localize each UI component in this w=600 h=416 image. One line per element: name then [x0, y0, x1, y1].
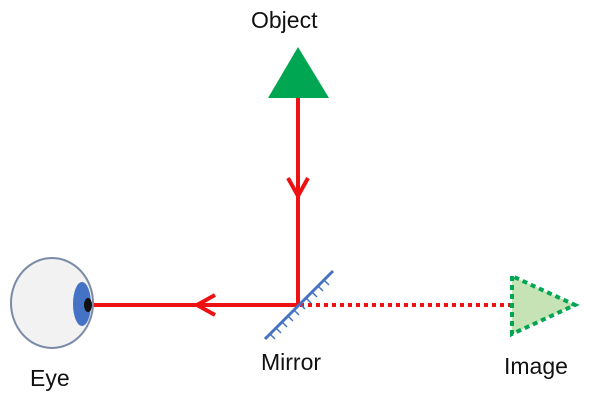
mirror-label: Mirror [261, 349, 322, 375]
image-triangle [510, 272, 580, 338]
object-triangle [268, 47, 329, 98]
eyeball [10, 257, 94, 349]
reflected-ray-arrowhead [192, 293, 216, 317]
iris [73, 282, 91, 326]
eye-label: Eye [30, 365, 70, 391]
object-label: Object [251, 7, 318, 33]
pupil [84, 298, 92, 312]
incident-ray-arrowhead [286, 177, 310, 201]
eye [10, 257, 94, 349]
image-label: Image [504, 353, 568, 379]
mirror [263, 269, 335, 341]
